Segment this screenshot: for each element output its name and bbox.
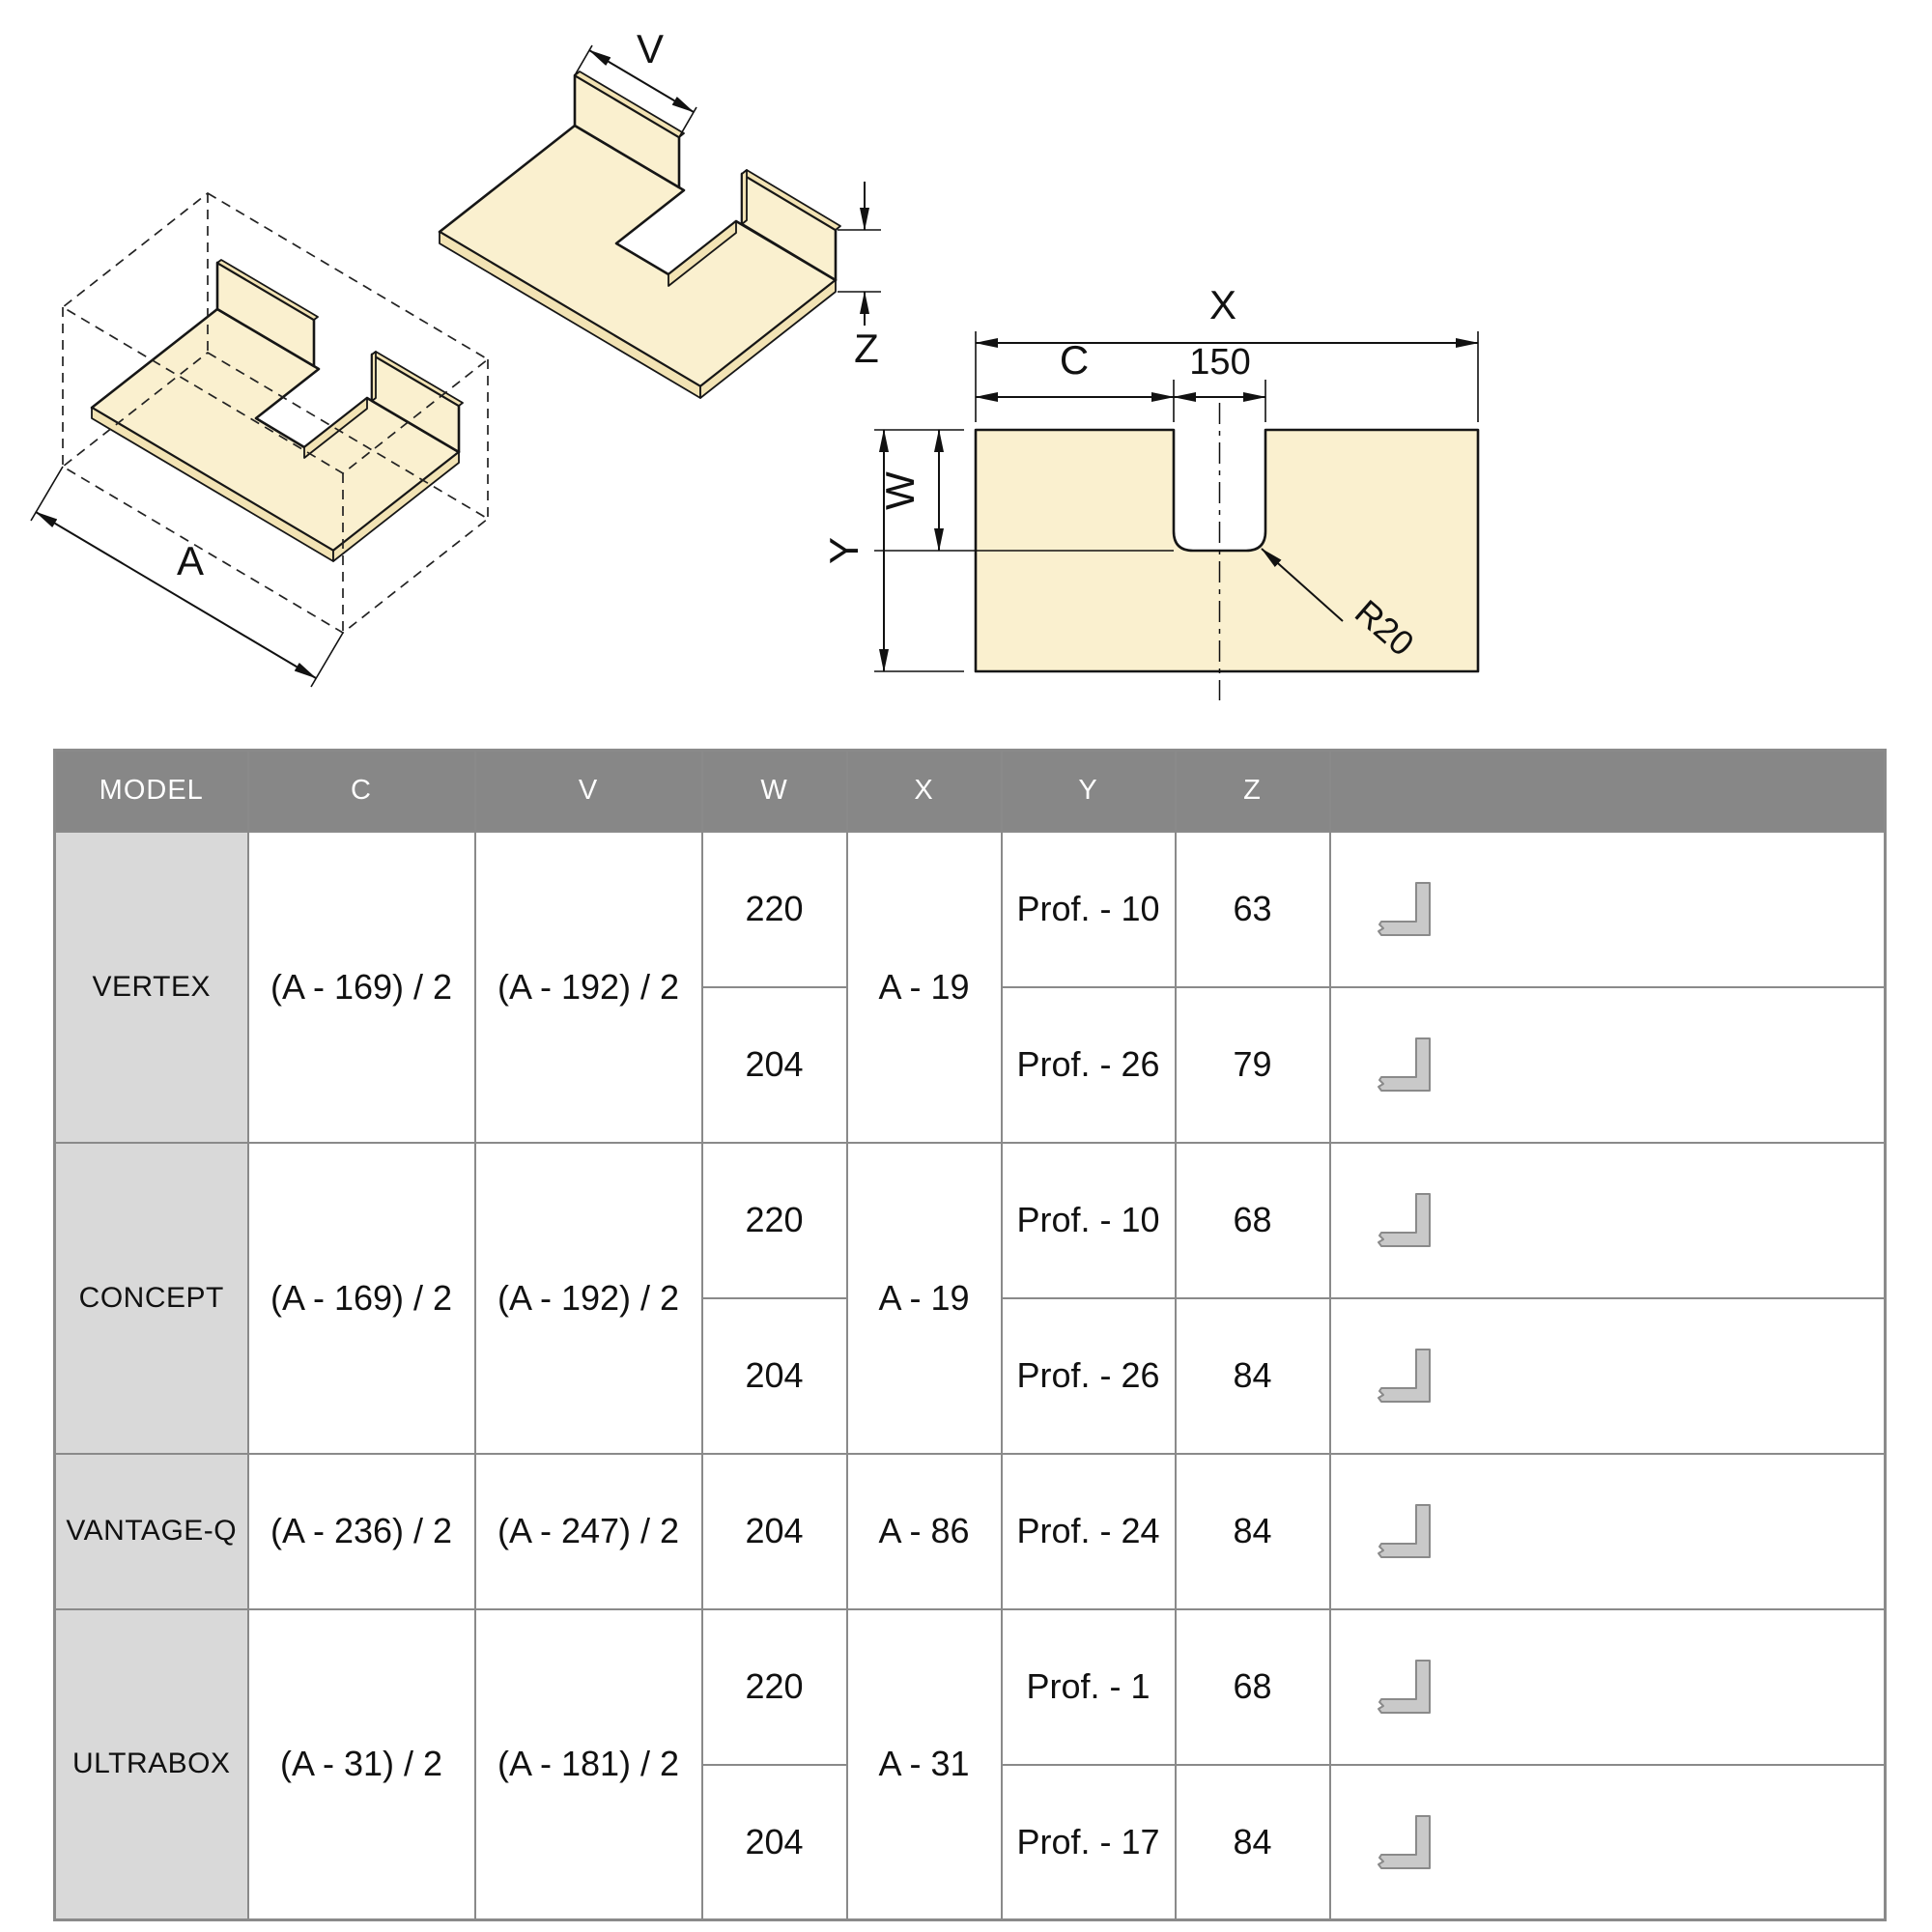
plan-view-diagram: X C 150 W [821, 282, 1480, 700]
dimension-v: V [574, 26, 697, 138]
col-header-x: X [845, 749, 1003, 833]
dim-label-notch-width: 150 [1189, 342, 1250, 383]
dimension-x: X [975, 282, 1479, 422]
flange-profile-icon [1377, 1037, 1431, 1092]
cell-c: (A - 169) / 2 [246, 1141, 476, 1455]
col-header-v: V [473, 749, 703, 833]
cell-x: A - 19 [845, 1141, 1003, 1455]
cell-profile-icon [1328, 1296, 1887, 1455]
col-header-model: MODEL [53, 749, 249, 833]
dimension-150: 150 [1173, 342, 1266, 422]
cell-y: Prof. - 1 [1000, 1607, 1177, 1766]
table-row: ULTRABOX (A - 31) / 2 (A - 181) / 2 220 … [53, 1607, 1887, 1921]
cell-y: Prof. - 17 [1000, 1763, 1177, 1921]
table-row: CONCEPT (A - 169) / 2 (A - 192) / 2 220 … [53, 1141, 1887, 1455]
cell-w: 204 [700, 985, 848, 1144]
cell-x: A - 86 [845, 1452, 1003, 1610]
cell-model-vertex: VERTEX [53, 830, 249, 1144]
cell-w: 204 [700, 1763, 848, 1921]
table-header-row: MODEL C V W X Y Z [53, 749, 1887, 833]
dim-label-x: X [1209, 282, 1236, 327]
flange-profile-icon [1377, 882, 1431, 936]
cell-profile-icon [1328, 830, 1887, 988]
cell-model-vantage-q: VANTAGE-Q [53, 1452, 249, 1610]
cell-y: Prof. - 24 [1000, 1452, 1177, 1610]
cell-w: 204 [700, 1452, 848, 1610]
cell-x: A - 19 [845, 830, 1003, 1144]
cell-profile-icon [1328, 1607, 1887, 1766]
table-row: 204 Prof. - 26 84 [55, 1296, 1887, 1455]
table-row: VANTAGE-Q (A - 236) / 2 (A - 247) / 2 20… [53, 1452, 1887, 1610]
cell-w: 220 [700, 830, 848, 988]
plan-panel [974, 428, 1480, 673]
cell-v: (A - 247) / 2 [473, 1452, 703, 1610]
cell-w: 220 [700, 1141, 848, 1299]
cell-z: 68 [1174, 1141, 1331, 1299]
flange-profile-icon [1377, 1193, 1431, 1247]
dimension-y: Y [821, 429, 964, 672]
table-row: VERTEX (A - 169) / 2 (A - 192) / 2 220 A… [53, 830, 1887, 1144]
cell-y: Prof. - 10 [1000, 1141, 1177, 1299]
cell-model-concept: CONCEPT [53, 1141, 249, 1455]
flange-profile-icon [1377, 1660, 1431, 1714]
col-header-w: W [700, 749, 848, 833]
cell-z: 63 [1174, 830, 1331, 988]
cell-c: (A - 169) / 2 [246, 830, 476, 1144]
cell-v: (A - 192) / 2 [473, 1141, 703, 1455]
col-header-icon [1328, 749, 1887, 833]
table-row: 204 Prof. - 17 84 [55, 1763, 1887, 1921]
table-row: 204 Prof. - 26 79 [55, 985, 1887, 1144]
dim-label-a: A [177, 538, 204, 583]
col-header-z: Z [1174, 749, 1331, 833]
cell-c: (A - 236) / 2 [246, 1452, 476, 1610]
flange-profile-icon [1377, 1349, 1431, 1403]
dim-label-v: V [637, 26, 664, 71]
flange-profile-icon [1377, 1814, 1431, 1869]
cell-z: 84 [1174, 1763, 1331, 1921]
isometric-drawer-diagram: A [30, 191, 490, 688]
flange-profile-icon [1377, 1504, 1431, 1558]
technical-diagrams: A V [30, 26, 1480, 700]
drawer-bottom-panel [90, 259, 464, 562]
col-header-c: C [246, 749, 476, 833]
cell-model-ultrabox: ULTRABOX [53, 1607, 249, 1921]
cell-c: (A - 31) / 2 [246, 1607, 476, 1921]
cell-y: Prof. - 26 [1000, 1296, 1177, 1455]
dimension-c: C [975, 337, 1175, 422]
cell-profile-icon [1328, 985, 1887, 1144]
cell-z: 84 [1174, 1296, 1331, 1455]
dimension-z: Z [838, 182, 881, 371]
dim-label-y: Y [821, 537, 867, 564]
cell-z: 79 [1174, 985, 1331, 1144]
dim-label-z: Z [854, 326, 879, 371]
cell-profile-icon [1328, 1763, 1887, 1921]
cell-y: Prof. - 26 [1000, 985, 1177, 1144]
isometric-panel-diagram: V Z [438, 26, 881, 399]
cell-y: Prof. - 10 [1000, 830, 1177, 988]
cell-x: A - 31 [845, 1607, 1003, 1921]
cell-v: (A - 192) / 2 [473, 830, 703, 1144]
cell-profile-icon [1328, 1141, 1887, 1299]
panel-with-notch [438, 71, 841, 399]
spec-table: MODEL C V W X Y Z VERTEX (A - 169) / 2 (… [53, 749, 1887, 1921]
cell-z: 84 [1174, 1452, 1331, 1610]
cell-profile-icon [1328, 1452, 1887, 1610]
dim-label-c: C [1060, 337, 1089, 383]
cell-z: 68 [1174, 1607, 1331, 1766]
cell-w: 204 [700, 1296, 848, 1455]
col-header-y: Y [1000, 749, 1177, 833]
cell-w: 220 [700, 1607, 848, 1766]
dimension-a: A [30, 466, 344, 688]
cell-v: (A - 181) / 2 [473, 1607, 703, 1921]
